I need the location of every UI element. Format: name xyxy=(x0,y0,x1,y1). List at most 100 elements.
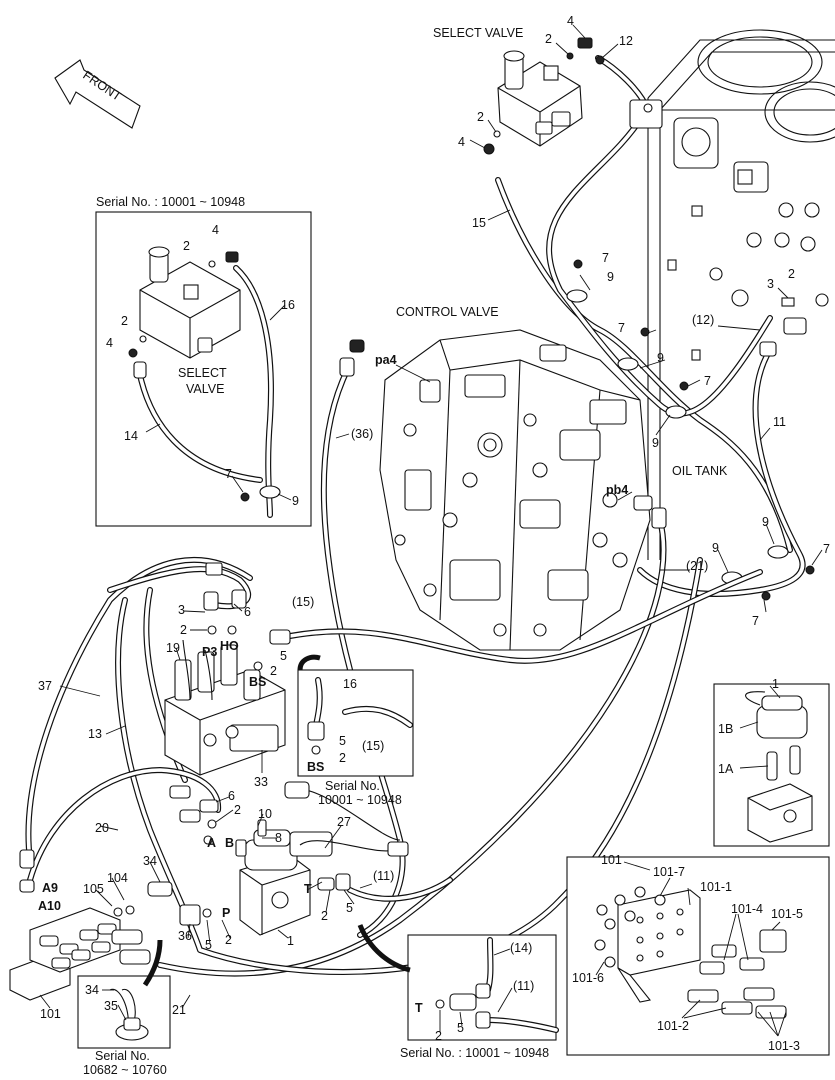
callout: 101-2 xyxy=(657,1019,689,1033)
callout: 105 xyxy=(83,882,104,896)
callout: 101-5 xyxy=(771,907,803,921)
callout: 34 xyxy=(85,983,99,997)
callout: 33 xyxy=(254,775,268,789)
select-valve-top: SELECT VALVE xyxy=(433,26,593,155)
callout: 20 xyxy=(95,821,109,835)
callout: 101-4 xyxy=(731,902,763,916)
inset-pressure-switch: Serial No. 10682 ~ 10760 xyxy=(77,975,171,1077)
callout: 27 xyxy=(337,815,351,829)
callout: 2 xyxy=(270,664,277,678)
inset-bl-serial-2: 10682 ~ 10760 xyxy=(83,1063,167,1077)
inset-serial-select-valve: Serial No. : 10001 ~ 10948 xyxy=(96,195,245,209)
port-pa4: pa4 xyxy=(375,353,397,367)
callout: (15) xyxy=(292,595,314,609)
hose-15-top xyxy=(495,177,793,553)
callout: 34 xyxy=(143,854,157,868)
hose-20 xyxy=(27,767,222,883)
callout: 5 xyxy=(457,1021,464,1035)
callout: 5 xyxy=(346,901,353,915)
callout: 104 xyxy=(107,871,128,885)
callout: 2 xyxy=(121,314,128,328)
inset-bl-serial-1: Serial No. xyxy=(95,1049,150,1063)
callout: 9 xyxy=(762,515,769,529)
callout: 36 xyxy=(178,929,192,943)
callout: 14 xyxy=(124,429,138,443)
callout: 2 xyxy=(477,110,484,124)
callout: 4 xyxy=(212,223,219,237)
callout: 9 xyxy=(712,541,719,555)
port-b: B xyxy=(225,836,234,850)
callout: 101-3 xyxy=(768,1039,800,1053)
callout: 4 xyxy=(458,135,465,149)
callout: 2 xyxy=(183,239,190,253)
hose-15-mid xyxy=(287,569,763,664)
port-t-inset: T xyxy=(415,1001,423,1015)
callout: 2 xyxy=(339,751,346,765)
inset-bs-serial-1: Serial No. xyxy=(325,779,380,793)
inset-bs: BS Serial No. 10001 ~ 10948 xyxy=(297,669,414,807)
callout: 4 xyxy=(106,336,113,350)
port-a: A xyxy=(207,836,216,850)
port-bs-inset: BS xyxy=(307,760,324,774)
callout: 12 xyxy=(619,34,633,48)
clamps-top xyxy=(566,259,815,601)
callout: 37 xyxy=(38,679,52,693)
callout: 13 xyxy=(88,727,102,741)
oil-tank: OIL TANK xyxy=(647,29,835,560)
callout: (14) xyxy=(510,941,532,955)
control-valve: CONTROL VALVE pa4 pb4 xyxy=(375,305,651,651)
solenoid-valve-33 xyxy=(164,562,291,776)
hose-12-main xyxy=(546,117,773,417)
callout: 7 xyxy=(823,542,830,556)
callout: 16 xyxy=(343,677,357,691)
callout: 5 xyxy=(205,938,212,952)
callout: 1 xyxy=(287,934,294,948)
inset-item-1 xyxy=(713,683,830,847)
callout: 6 xyxy=(244,605,251,619)
callout: 7 xyxy=(225,467,232,481)
callout: 1A xyxy=(718,762,734,776)
callout: 7 xyxy=(602,251,609,265)
callout: (11) xyxy=(373,869,394,883)
select-valve-top-label: SELECT VALVE xyxy=(433,26,523,40)
callout: 2 xyxy=(545,32,552,46)
callout: 101 xyxy=(40,1007,61,1021)
callout: 10 xyxy=(258,807,272,821)
front-arrow: FRONT xyxy=(54,59,141,129)
callout: (11) xyxy=(513,979,534,993)
inset-br-serial: Serial No. : 10001 ~ 10948 xyxy=(400,1046,549,1060)
port-a10: A10 xyxy=(38,899,61,913)
callout: 4 xyxy=(567,14,574,28)
callout: 1B xyxy=(718,722,733,736)
callout: 8 xyxy=(275,831,282,845)
callout: 2 xyxy=(180,623,187,637)
callout: (36) xyxy=(351,427,373,441)
tank-fittings xyxy=(595,55,807,357)
inset-t-fitting: Serial No. : 10001 ~ 10948 xyxy=(400,934,559,1060)
hose-to-a9 xyxy=(107,566,251,610)
hose-13 xyxy=(115,557,703,975)
manifold-101 xyxy=(9,849,151,1001)
callout: 101-1 xyxy=(700,880,732,894)
callout: 15 xyxy=(472,216,486,230)
inset-select-valve: Serial No. : 10001 ~ 10948 SELECT VALVE xyxy=(95,195,312,527)
port-t: T xyxy=(304,882,312,896)
callout: 35 xyxy=(104,999,118,1013)
port-p3: P3 xyxy=(202,645,217,659)
inset-select-label-2: VALVE xyxy=(186,382,224,396)
port-ho: HO xyxy=(220,639,239,653)
inset-select-label-1: SELECT xyxy=(178,366,227,380)
inset-kit-101 xyxy=(566,856,830,1056)
callout: 2 xyxy=(435,1029,442,1043)
callout: 3 xyxy=(178,603,185,617)
callout: 2 xyxy=(234,803,241,817)
hose-11 xyxy=(637,347,806,597)
callout: 7 xyxy=(618,321,625,335)
port-bs: BS xyxy=(249,675,266,689)
callout: 9 xyxy=(657,351,664,365)
callout: 2 xyxy=(788,267,795,281)
callout: (15) xyxy=(362,739,384,753)
port-pb4: pb4 xyxy=(606,483,628,497)
callout: 19 xyxy=(166,641,180,655)
